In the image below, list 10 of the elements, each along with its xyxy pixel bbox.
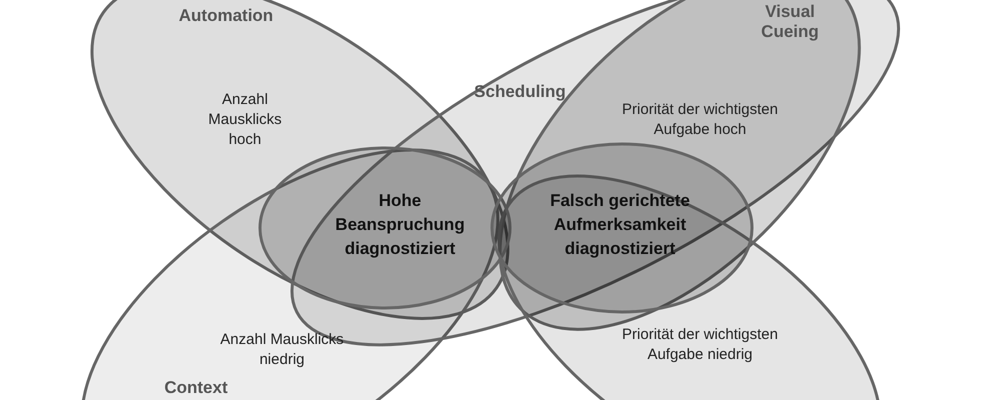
set-description: Anzahl Mausklicks niedrig [219, 330, 345, 370]
set-description: Priorität der wichtigsten Aufgabe hoch [621, 100, 779, 140]
set-description: Priorität der wichtigsten Aufgabe niedrig [621, 324, 779, 365]
set-description: Anzahl Mausklicks hoch [207, 90, 283, 150]
set-title: Automation [178, 6, 274, 26]
set-title: Scheduling [473, 82, 567, 102]
set-title: Visual Cueing [760, 2, 820, 42]
intersection-label: Falsch gerichtete Aufmerksamkeit diagnostiziert [549, 190, 691, 260]
intersection-label: Hohe Beanspruchung diagnostiziert [334, 190, 466, 260]
set-title: Context [163, 378, 229, 398]
